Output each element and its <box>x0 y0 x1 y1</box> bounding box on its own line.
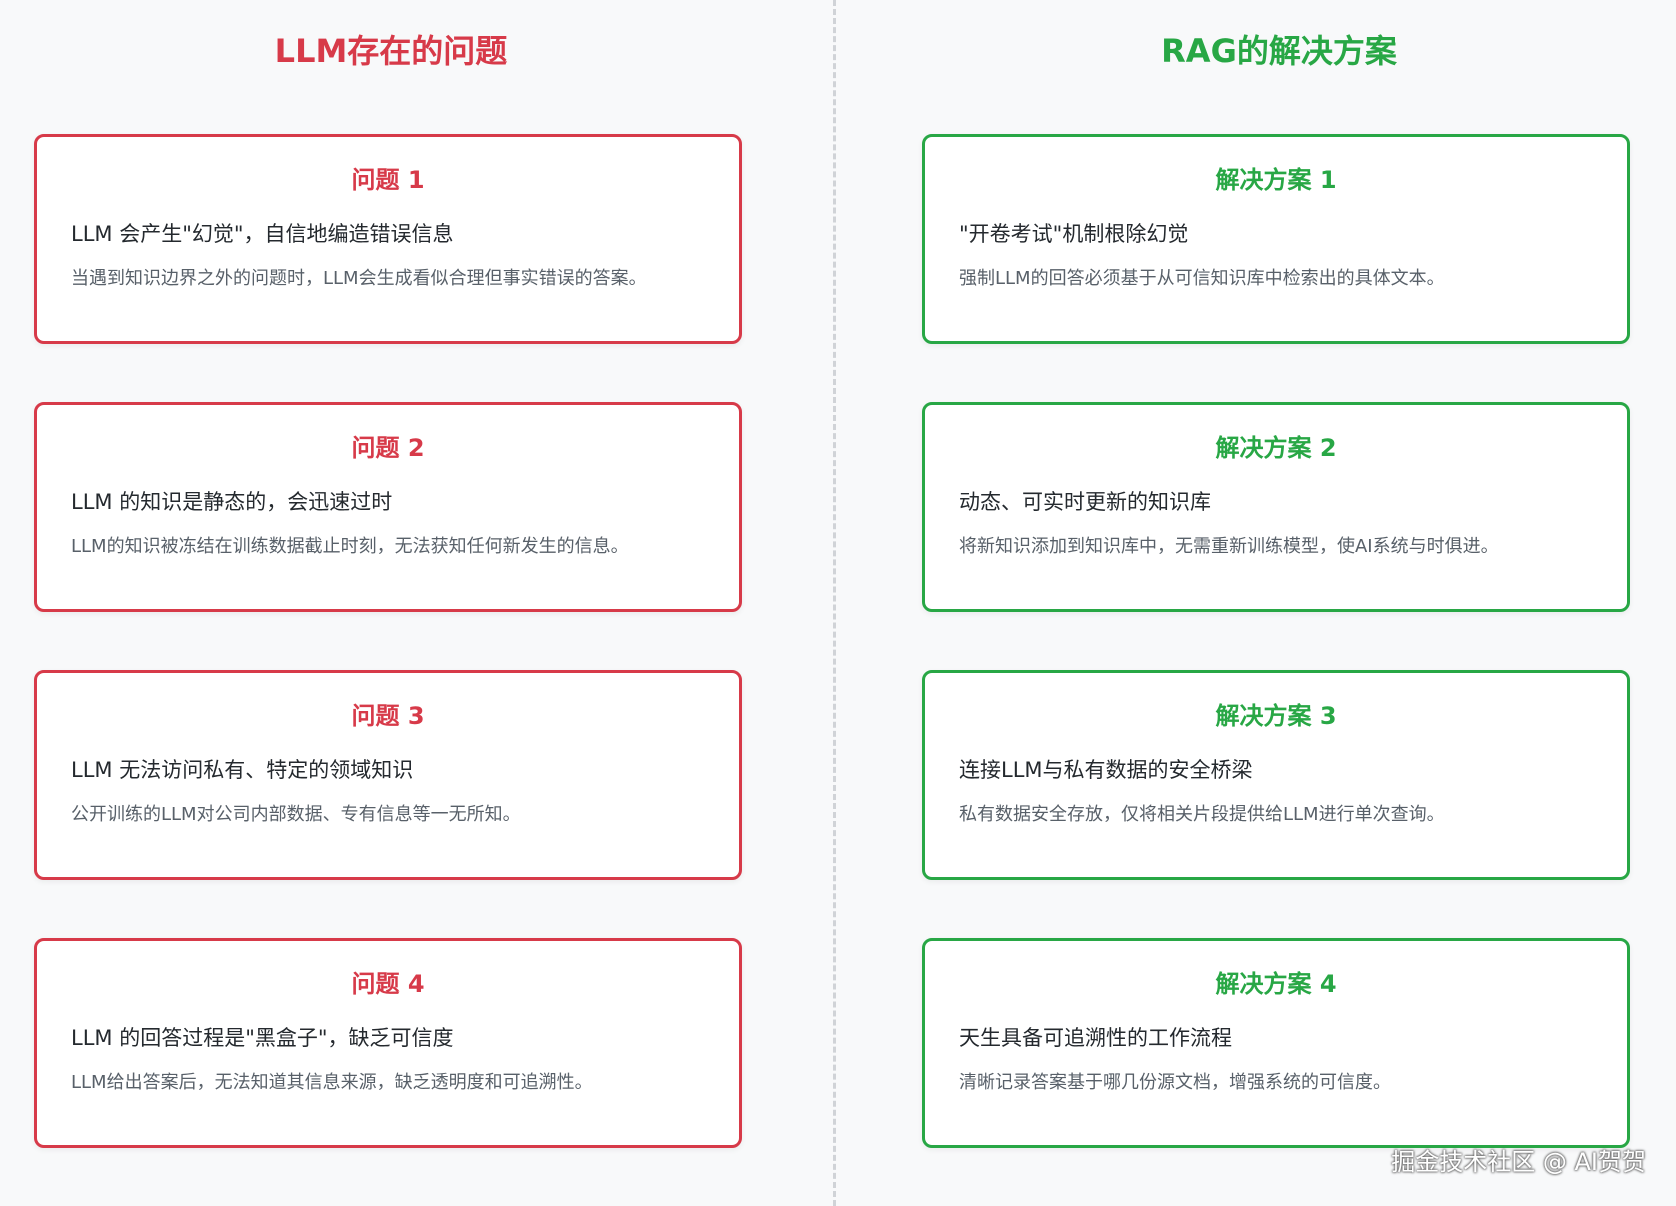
solution-card-title: 解决方案 1 <box>1215 166 1337 194</box>
problem-card-description: LLM的知识被冻结在训练数据截止时刻，无法获知任何新发生的信息。 <box>71 536 629 557</box>
problem-card-description: 公开训练的LLM对公司内部数据、专有信息等一无所知。 <box>71 804 521 825</box>
solution-card-subtitle: 天生具备可追溯性的工作流程 <box>959 1026 1232 1050</box>
problems-heading: LLM存在的问题 <box>274 32 508 70</box>
problem-card-title: 问题 2 <box>351 434 425 462</box>
solution-card-subtitle: "开卷考试"机制根除幻觉 <box>959 222 1189 246</box>
problem-card-description: LLM给出答案后，无法知道其信息来源，缺乏透明度和可追溯性。 <box>71 1072 593 1093</box>
solution-card-4: 解决方案 4 天生具备可追溯性的工作流程 清晰记录答案基于哪几份源文档，增强系统… <box>922 938 1630 1148</box>
problem-card-subtitle: LLM 的知识是静态的，会迅速过时 <box>71 490 393 514</box>
problem-card-subtitle: LLM 会产生"幻觉"，自信地编造错误信息 <box>71 222 454 246</box>
solution-card-description: 私有数据安全存放，仅将相关片段提供给LLM进行单次查询。 <box>959 804 1445 825</box>
problem-card-subtitle: LLM 无法访问私有、特定的领域知识 <box>71 758 414 782</box>
solution-card-title: 解决方案 3 <box>1215 702 1337 730</box>
solution-card-1: 解决方案 1 "开卷考试"机制根除幻觉 强制LLM的回答必须基于从可信知识库中检… <box>922 134 1630 344</box>
problem-card-2: 问题 2 LLM 的知识是静态的，会迅速过时 LLM的知识被冻结在训练数据截止时… <box>34 402 742 612</box>
solutions-heading: RAG的解决方案 <box>1161 32 1397 70</box>
solution-card-description: 强制LLM的回答必须基于从可信知识库中检索出的具体文本。 <box>959 268 1445 289</box>
problem-card-subtitle: LLM 的回答过程是"黑盒子"，缺乏可信度 <box>71 1026 454 1050</box>
problem-card-title: 问题 4 <box>351 970 425 998</box>
solution-card-2: 解决方案 2 动态、可实时更新的知识库 将新知识添加到知识库中，无需重新训练模型… <box>922 402 1630 612</box>
column-divider <box>833 0 836 1206</box>
solution-card-3: 解决方案 3 连接LLM与私有数据的安全桥梁 私有数据安全存放，仅将相关片段提供… <box>922 670 1630 880</box>
solution-card-subtitle: 动态、可实时更新的知识库 <box>959 490 1211 514</box>
problem-card-description: 当遇到知识边界之外的问题时，LLM会生成看似合理但事实错误的答案。 <box>71 268 647 289</box>
problem-card-title: 问题 1 <box>351 166 425 194</box>
problem-card-3: 问题 3 LLM 无法访问私有、特定的领域知识 公开训练的LLM对公司内部数据、… <box>34 670 742 880</box>
solution-card-title: 解决方案 2 <box>1215 434 1337 462</box>
problem-card-4: 问题 4 LLM 的回答过程是"黑盒子"，缺乏可信度 LLM给出答案后，无法知道… <box>34 938 742 1148</box>
problem-card-title: 问题 3 <box>351 702 425 730</box>
solution-card-subtitle: 连接LLM与私有数据的安全桥梁 <box>959 758 1253 782</box>
solution-card-description: 清晰记录答案基于哪几份源文档，增强系统的可信度。 <box>959 1072 1391 1093</box>
watermark: 掘金技术社区 @ AI贺贺 <box>1391 1148 1646 1176</box>
problem-card-1: 问题 1 LLM 会产生"幻觉"，自信地编造错误信息 当遇到知识边界之外的问题时… <box>34 134 742 344</box>
solution-card-title: 解决方案 4 <box>1215 970 1337 998</box>
solution-card-description: 将新知识添加到知识库中，无需重新训练模型，使AI系统与时俱进。 <box>959 536 1499 557</box>
